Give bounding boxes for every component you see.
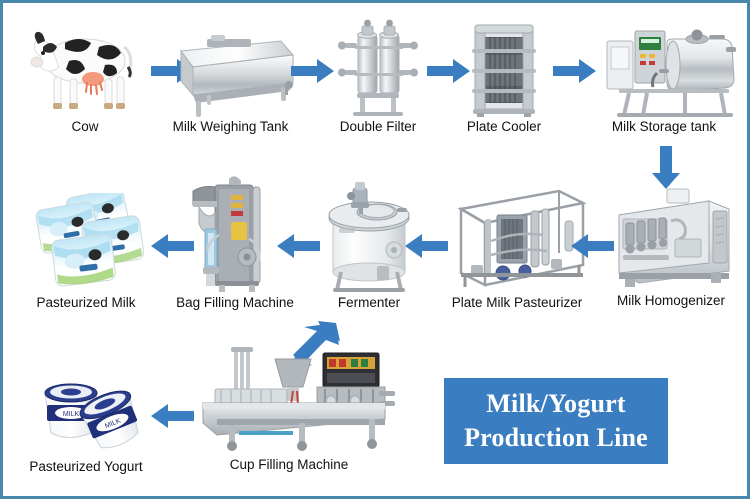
flow-step-label: Cup Filling Machine [229,457,349,472]
svg-text:MILK: MILK [63,411,80,418]
flow-step-label: Plate Milk Pasteurizer [451,295,583,310]
flow-step-label: Milk Storage tank [611,119,717,134]
flow-step-label: Milk Homogenizer [616,293,726,308]
plate-milk-pasteurizer-icon [457,189,587,288]
title-line-2: Production Line [464,423,648,452]
double-filter-icon [338,19,418,116]
flow-step-double-filter[interactable]: Double Filter [333,13,423,135]
flow-step-plate-cooler[interactable]: Plate Cooler [459,13,549,135]
arrow-homogenizer-to-pasteurizer [571,234,614,258]
flow-step-pasteurized-yogurt[interactable]: MILK MILK Pasteurized Yogurt [23,375,149,475]
milk-pouches-icon [35,193,145,287]
flow-step-fermenter[interactable]: Fermenter [319,178,419,311]
flow-step-label: Fermenter [337,295,401,310]
arrow-bag-filling-to-pasteurized-milk [151,234,194,258]
flow-step-label: Milk Weighing Tank [172,119,289,134]
yogurt-cups-icon: MILK MILK [44,383,139,449]
milk-weighing-tank-icon [180,35,294,117]
flow-step-bag-filling-machine[interactable]: Bag Filling Machine [169,175,301,311]
arrow-plate-cooler-to-storage-tank [553,59,596,83]
flow-step-milk-weighing-tank[interactable]: Milk Weighing Tank [163,21,298,135]
arrow-weighing-tank-to-double-filter [291,59,334,83]
title-box: Milk/Yogurt Production Line [444,378,668,464]
plate-cooler-icon [472,24,536,117]
arrow-cup-filling-to-pasteurized-yogurt [151,404,194,428]
flow-step-cup-filling-machine[interactable]: Cup Filling Machine [179,343,399,473]
milk-homogenizer-icon [618,188,730,287]
arrow-storage-tank-to-homogenizer [652,146,680,189]
flow-step-pasteurized-milk[interactable]: Pasteurized Milk [21,193,151,311]
cow-icon [30,31,133,109]
fermenter-icon [328,182,410,292]
flow-step-label: Bag Filling Machine [176,295,294,310]
flow-step-label: Plate Cooler [466,119,542,134]
flow-step-milk-homogenizer[interactable]: Milk Homogenizer [605,185,737,309]
milk-storage-tank-icon [606,29,736,117]
title-line-1: Milk/Yogurt [486,389,626,418]
arrow-bag-filling-to-cup-filling-body [293,323,339,364]
flow-step-label: Pasteurized Yogurt [29,459,143,474]
bag-filling-machine-icon [192,176,261,292]
arrow-fermenter-to-bag-filling [277,234,320,258]
arrow-pasteurizer-to-fermenter [405,234,448,258]
flow-step-label: Pasteurized Milk [36,295,136,310]
flow-step-label: Double Filter [339,119,417,134]
cup-filling-machine-icon [202,347,395,451]
arrow-double-filter-to-plate-cooler [427,59,470,83]
flow-step-plate-milk-pasteurizer[interactable]: Plate Milk Pasteurizer [441,181,593,311]
flow-step-label: Cow [71,119,99,134]
flow-step-milk-storage-tank[interactable]: Milk Storage tank [589,17,739,135]
flow-step-cow[interactable]: Cow [21,17,149,135]
